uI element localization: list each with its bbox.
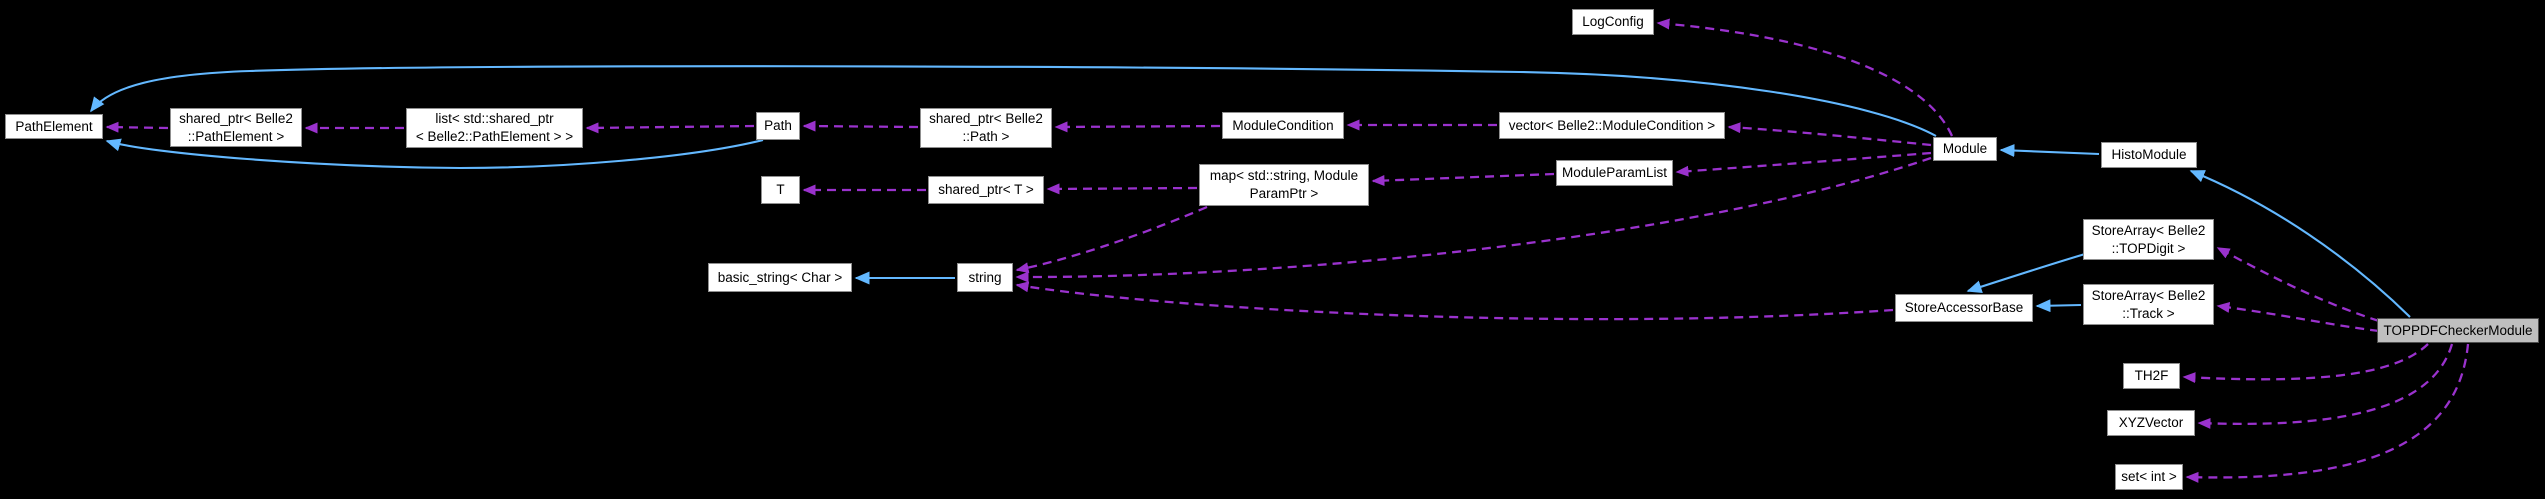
edge-module-inherits-pathelement	[90, 65, 1937, 137]
node-list-shared-ptr-pathelement[interactable]: list< std::shared_ptr < Belle2::PathElem…	[406, 108, 583, 148]
node-shared-ptr-pathelement[interactable]: shared_ptr< Belle2 ::PathElement >	[170, 108, 302, 147]
edge-module-uses-moduleparamlist	[1675, 151, 1932, 177]
node-storearray-topdigit[interactable]: StoreArray< Belle2 ::TOPDigit >	[2083, 219, 2214, 260]
node-module[interactable]: Module	[1933, 137, 1997, 161]
edge-toppdf-inherits-histomodule	[2189, 170, 2411, 318]
edge-toppdf-uses-track	[2216, 302, 2380, 333]
node-vector-modulecondition[interactable]: vector< Belle2::ModuleCondition >	[1499, 112, 1725, 139]
edge-map-uses-string	[1015, 205, 1208, 274]
node-moduleparamlist[interactable]: ModuleParamList	[1556, 160, 1673, 186]
edge-histomodule-inherits-module	[1999, 144, 2100, 158]
edge-toppdf-uses-topdigit	[2216, 246, 2380, 323]
edge-path-inherits-pathelement	[105, 138, 764, 170]
node-string[interactable]: string	[957, 263, 1013, 292]
edge-storeaccessorbase-uses-string	[1015, 281, 1894, 321]
node-th2f[interactable]: TH2F	[2123, 363, 2180, 389]
node-shared-ptr-t[interactable]: shared_ptr< T >	[928, 176, 1044, 204]
edge-toppdf-uses-th2f	[2182, 343, 2429, 384]
node-set-int[interactable]: set< int >	[2115, 464, 2183, 490]
node-histomodule[interactable]: HistoModule	[2101, 142, 2197, 168]
edge-topdigit-inherits-storeaccessorbase	[1966, 252, 2086, 294]
edge-sppathelement-uses-pathelement	[105, 121, 169, 133]
node-t[interactable]: T	[761, 176, 800, 204]
node-pathelement[interactable]: PathElement	[5, 114, 103, 139]
node-xyzvector[interactable]: XYZVector	[2107, 410, 2195, 436]
edge-module-uses-string	[1015, 156, 1932, 283]
node-logconfig[interactable]: LogConfig	[1572, 9, 1654, 35]
node-map-moduleparamptr[interactable]: map< std::string, Module ParamPtr >	[1199, 164, 1369, 206]
edge-modulecondition-uses-sppath	[1054, 121, 1221, 133]
node-modulecondition[interactable]: ModuleCondition	[1222, 112, 1344, 139]
edge-map-uses-spt	[1046, 183, 1198, 195]
node-storearray-track[interactable]: StoreArray< Belle2 ::Track >	[2083, 284, 2214, 325]
node-path[interactable]: Path	[756, 112, 800, 140]
node-shared-ptr-path[interactable]: shared_ptr< Belle2 ::Path >	[920, 108, 1052, 148]
node-toppdfcheckermodule: TOPPDFCheckerModule	[2377, 318, 2539, 343]
node-storeaccessorbase[interactable]: StoreAccessorBase	[1895, 294, 2033, 322]
edge-moduleparamlist-uses-map	[1371, 172, 1555, 187]
edge-toppdf-uses-xyzvector	[2197, 343, 2454, 429]
edge-module-uses-vector	[1727, 122, 1932, 147]
edge-sppath-uses-path	[802, 120, 919, 132]
edge-path-uses-list	[585, 122, 755, 134]
edge-toppdf-uses-setint	[2185, 343, 2470, 483]
edge-track-inherits-storeaccessorbase	[2035, 299, 2082, 313]
node-basic-string-char[interactable]: basic_string< Char >	[708, 263, 852, 292]
edge-module-uses-logconfig	[1656, 18, 1954, 137]
